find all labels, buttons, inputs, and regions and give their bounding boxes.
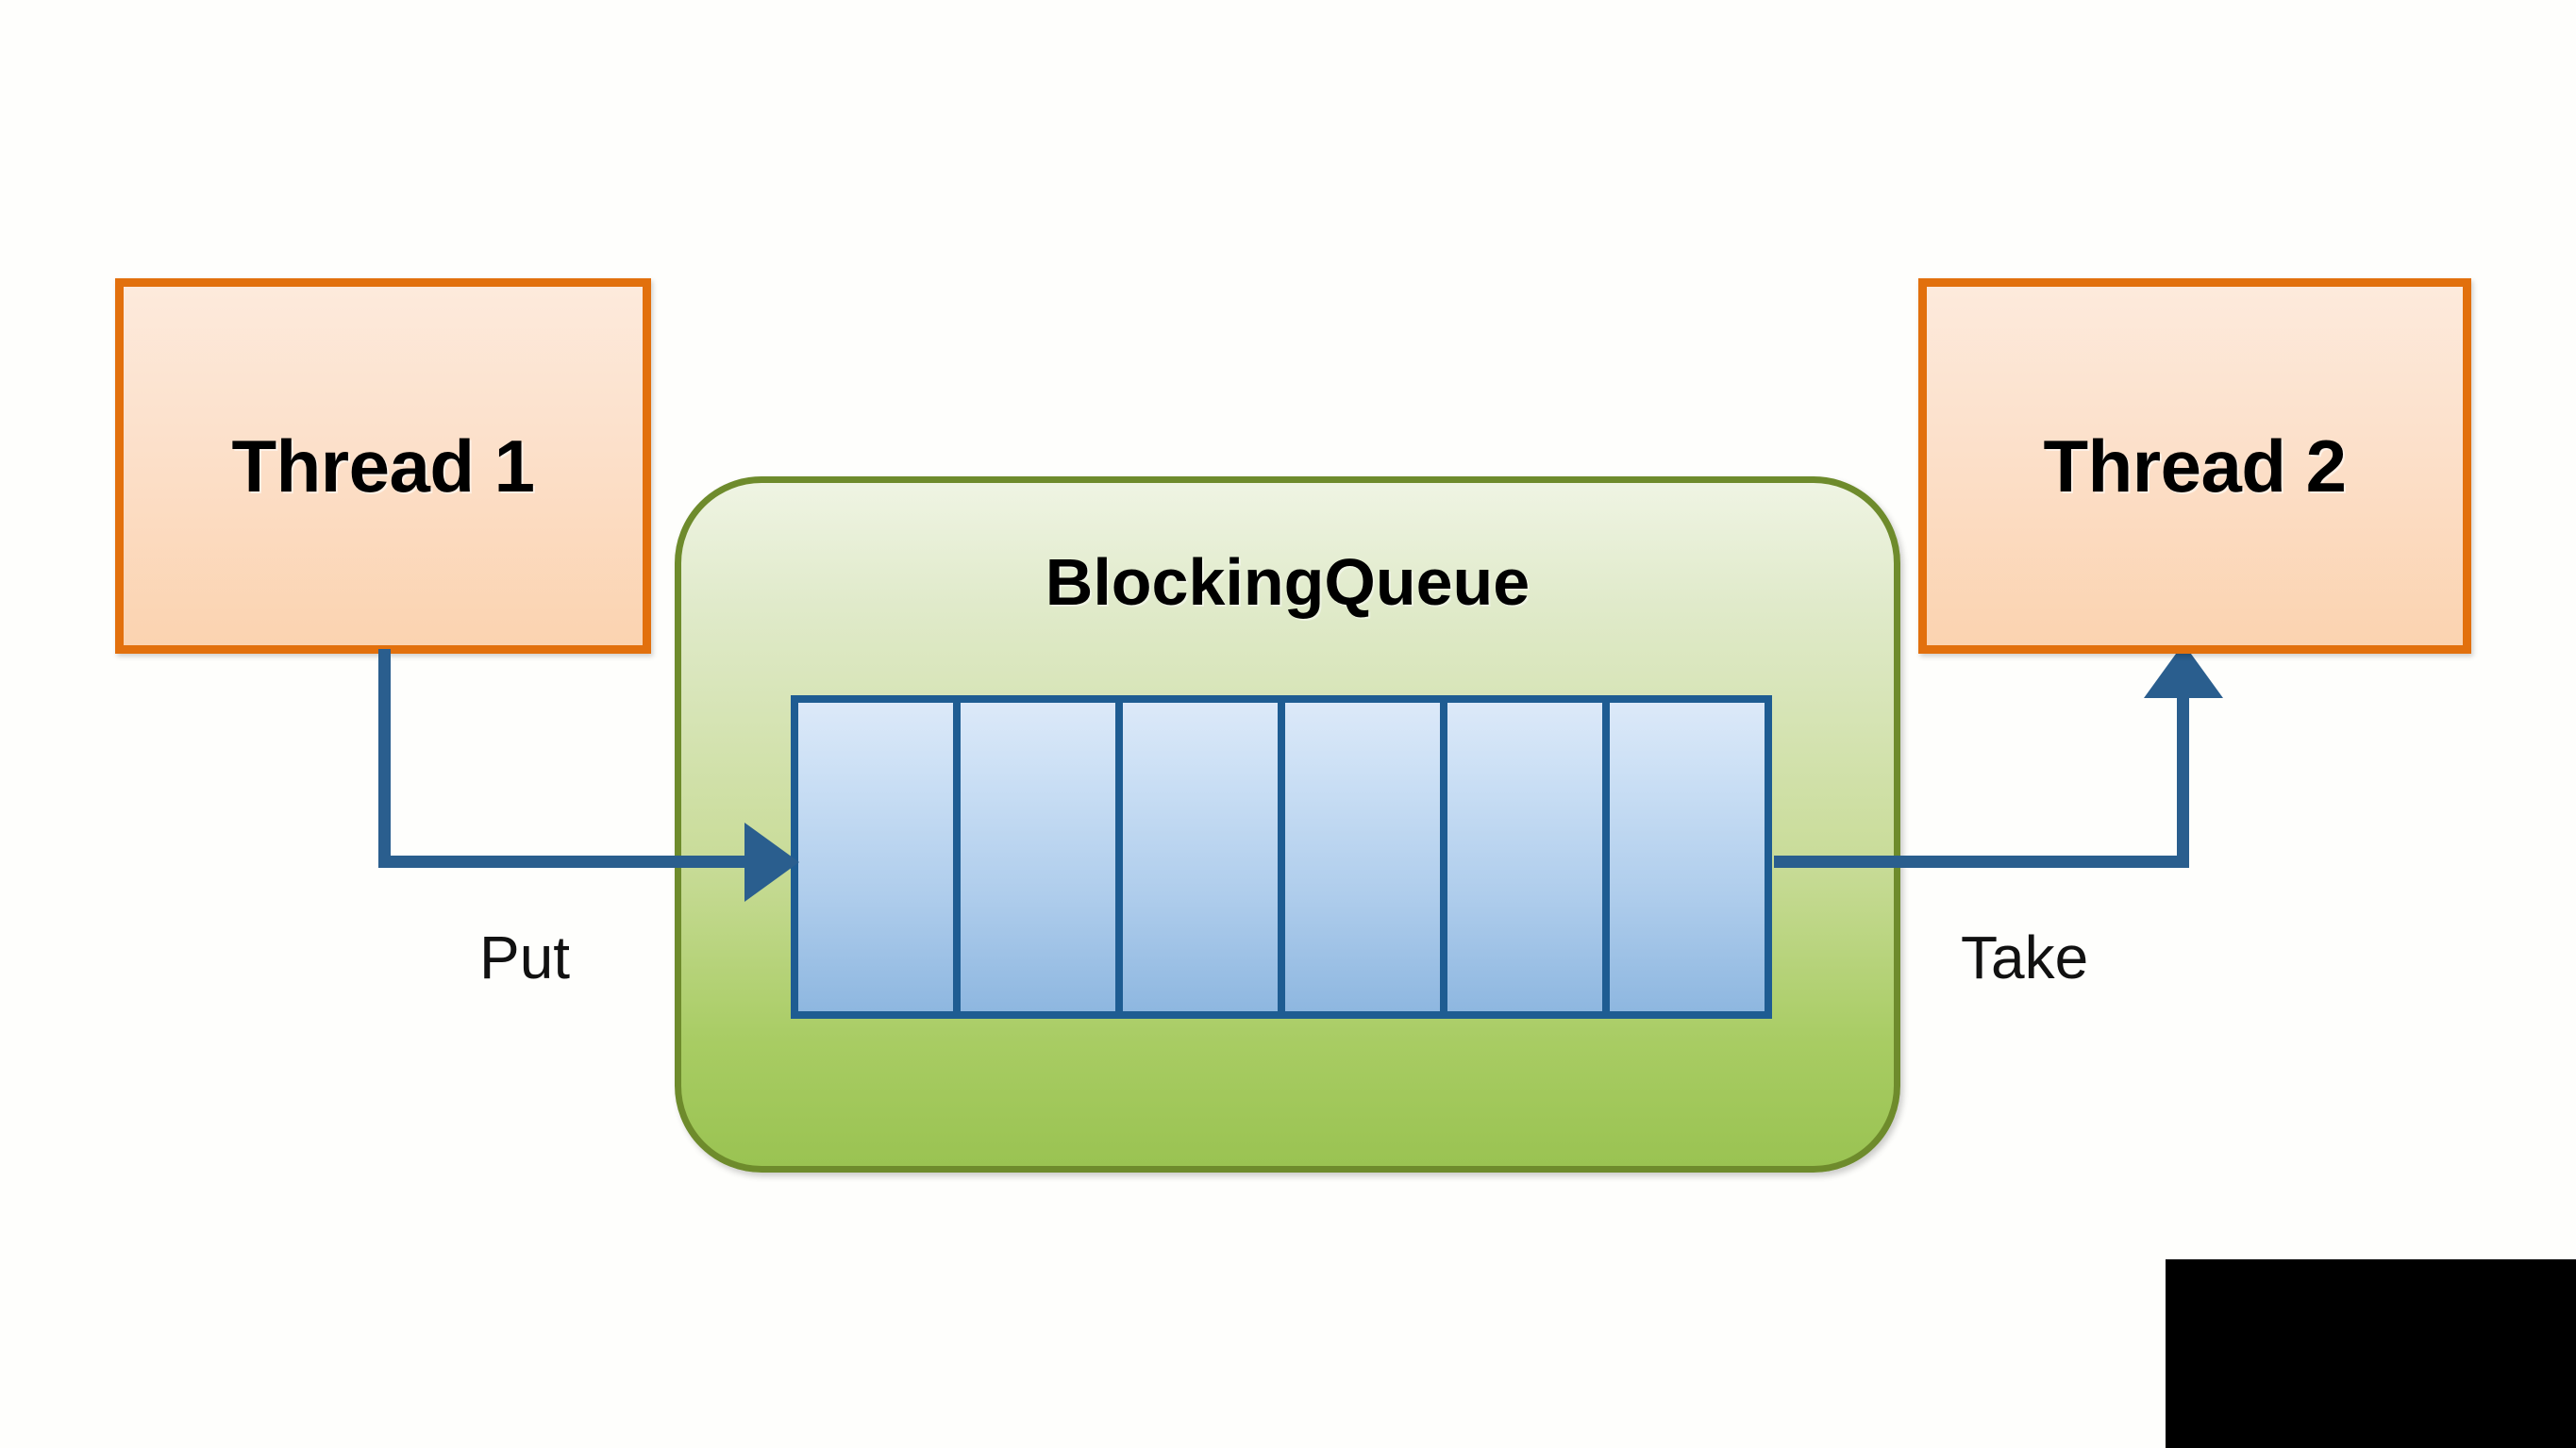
- queue-cell: [1278, 695, 1447, 1019]
- put-connector-vertical-segment: [378, 649, 391, 868]
- thread2-label: Thread 2: [2043, 424, 2347, 508]
- queue-cell-strip: [791, 695, 1772, 1019]
- blockingqueue-title: BlockingQueue: [1045, 545, 1531, 619]
- take-edge-label: Take: [1961, 924, 2089, 991]
- queue-cell: [953, 695, 1123, 1019]
- thread1-node: Thread 1: [115, 278, 651, 654]
- put-connector-horizontal-segment: [378, 856, 756, 868]
- queue-cell: [1440, 695, 1610, 1019]
- take-connector-vertical-segment: [2177, 698, 2189, 868]
- queue-cell: [1115, 695, 1285, 1019]
- queue-cell: [1602, 695, 1772, 1019]
- thread2-node: Thread 2: [1918, 278, 2471, 654]
- black-overlay-block: [2166, 1259, 2576, 1448]
- put-edge-label: Put: [479, 924, 571, 991]
- queue-cell: [791, 695, 961, 1019]
- thread1-label: Thread 1: [231, 424, 535, 508]
- put-arrow-icon: [744, 823, 799, 902]
- take-connector-horizontal-segment: [1774, 856, 2189, 868]
